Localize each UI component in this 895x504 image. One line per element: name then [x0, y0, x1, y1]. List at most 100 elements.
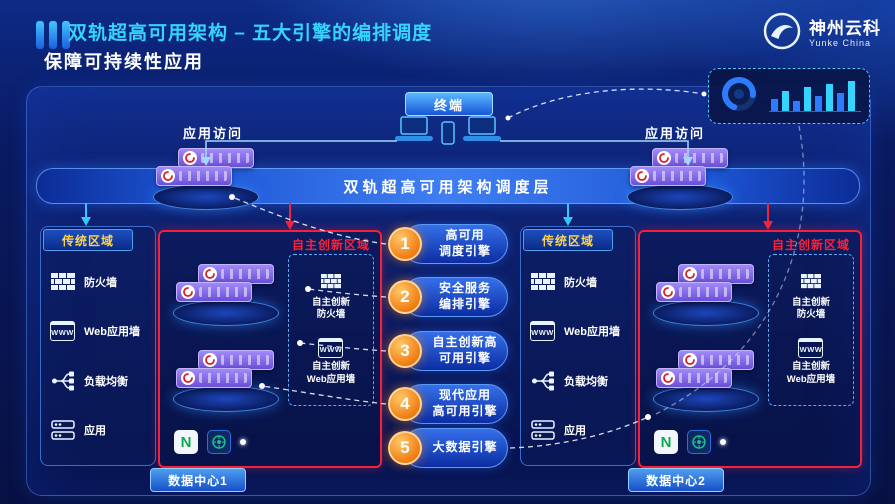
access-label-left: 应用访问 [183, 126, 244, 141]
laptop-icon [392, 115, 436, 150]
zone-item-label: Web应用墙 [564, 326, 621, 339]
access-label-right: 应用访问 [645, 126, 706, 141]
zone-item-waf: WWW Web应用墙 [49, 319, 147, 343]
platform-disc-icon [173, 300, 279, 326]
monitoring-widget [708, 68, 870, 124]
innovation-item-label: 自主创新 [311, 296, 350, 308]
server-icon [198, 264, 274, 284]
innovation-item-label: 自主创新 [311, 361, 350, 373]
load-balancer-icon [49, 369, 76, 393]
innovation-item-waf: WWW 自主创新 Web应用墙 [787, 338, 835, 386]
innovation-zone-1: 自主创新区域 自主创新 防火墙 WWW [158, 230, 382, 468]
brand-logo-dot-icon [657, 151, 671, 165]
platform-disc-icon [627, 184, 733, 210]
platform-disc-icon [653, 300, 759, 326]
engine-row-3: 自主创新高可用引擎 3 [388, 330, 510, 372]
server-stack [170, 262, 282, 326]
connector-dot [240, 439, 246, 445]
firewall-icon [49, 270, 76, 294]
zone-item-firewall: 防火墙 [49, 270, 147, 294]
server-icon [198, 350, 274, 370]
firewall-icon [800, 273, 821, 294]
brand-logo-dot-icon [181, 371, 195, 385]
kubernetes-icon [207, 430, 231, 454]
waf-icon: WWW [530, 321, 555, 342]
innovation-item-label: 自主创新 [791, 296, 830, 308]
brand-name: 神州云科 [809, 18, 881, 38]
innovation-item-label: Web应用墙 [306, 373, 356, 385]
engine-number: 5 [388, 431, 422, 465]
innovation-zone-label: 自主创新区域 [771, 238, 850, 252]
zone-item-application: 应用 [529, 418, 627, 442]
engine-row-4: 现代应用高可用引擎 4 [388, 383, 510, 425]
application-icon [529, 418, 556, 442]
brand-name-en: Yunke China [809, 38, 872, 49]
server-icon [176, 368, 252, 388]
datacenter-footer-2: 数据中心2 [628, 468, 724, 492]
server-icon [656, 368, 732, 388]
traditional-zone-1: 传统区域 防火墙 WWW Web应用墙 负载均衡 [40, 226, 156, 466]
waf-icon: WWW [318, 338, 344, 359]
server-icon [678, 264, 754, 284]
zone-item-label: 防火墙 [564, 276, 597, 289]
server-icon [678, 350, 754, 370]
server-icon [652, 148, 728, 168]
page-title: 双轨超高可用架构 – 五大引擎的编排调度 [68, 23, 433, 44]
zone-item-firewall: 防火墙 [529, 270, 627, 294]
kubernetes-icon [687, 430, 711, 454]
engine-number: 3 [388, 334, 422, 368]
zone-item-label: 应用 [564, 425, 586, 438]
engine-number: 1 [388, 227, 422, 261]
server-stack [624, 146, 736, 210]
terminal-label: 终端 [405, 92, 493, 116]
brand-logo-dot-icon [635, 169, 649, 183]
brand-logo-dot-icon [203, 353, 217, 367]
nginx-icon: N [174, 430, 198, 454]
brand-logo-dot-icon [683, 267, 697, 281]
brand-logo-dot-icon [183, 151, 197, 165]
zone-item-label: Web应用墙 [84, 326, 141, 339]
server-icon [178, 148, 254, 168]
innovation-items-box: 自主创新 防火墙 WWW 自主创新 Web应用墙 [288, 254, 374, 406]
firewall-icon [320, 273, 341, 294]
load-balancer-icon [529, 369, 556, 393]
bar-chart-icon [769, 75, 861, 118]
nginx-icon: N [654, 430, 678, 454]
engine-number: 2 [388, 280, 422, 314]
platform-disc-icon [653, 386, 759, 412]
innovation-item-label: 防火墙 [316, 309, 346, 321]
laptop-icon [460, 115, 504, 150]
brand-logo-dot-icon [683, 353, 697, 367]
innovation-item-waf: WWW 自主创新 Web应用墙 [307, 338, 355, 386]
server-icon [176, 282, 252, 302]
zone-item-label: 负载均衡 [564, 375, 608, 388]
zone-item-waf: WWW Web应用墙 [529, 319, 627, 343]
server-icon [156, 166, 232, 186]
zone-item-load-balancer: 负载均衡 [529, 369, 627, 393]
innovation-item-label: 防火墙 [796, 309, 826, 321]
innovation-item-label: Web应用墙 [786, 373, 836, 385]
page-subtitle: 保障可持续性应用 [44, 52, 204, 72]
gauge-icon [719, 74, 759, 119]
innovation-items-box: 自主创新 防火墙 WWW 自主创新 Web应用墙 [768, 254, 854, 406]
server-stack [650, 262, 762, 326]
brand-logo-dot-icon [203, 267, 217, 281]
phone-icon [441, 121, 455, 150]
traditional-zone-label: 传统区域 [43, 229, 133, 251]
waf-icon: WWW [798, 338, 824, 359]
brand-logo-icon [762, 11, 802, 56]
waf-icon: WWW [50, 321, 75, 342]
terminal-devices [372, 114, 524, 150]
innovation-zone-2: 自主创新区域 自主创新 防火墙 WWW [638, 230, 862, 468]
connector-dot [720, 439, 726, 445]
server-stack [170, 348, 282, 412]
zone-item-load-balancer: 负载均衡 [49, 369, 147, 393]
brand-logo-dot-icon [661, 285, 675, 299]
title-bars-icon [36, 21, 70, 49]
traditional-zone-2: 传统区域 防火墙 WWW Web应用墙 负载均衡 [520, 226, 636, 466]
brand-logo-dot-icon [181, 285, 195, 299]
zone-item-application: 应用 [49, 418, 147, 442]
server-stack [650, 348, 762, 412]
application-icon [49, 418, 76, 442]
